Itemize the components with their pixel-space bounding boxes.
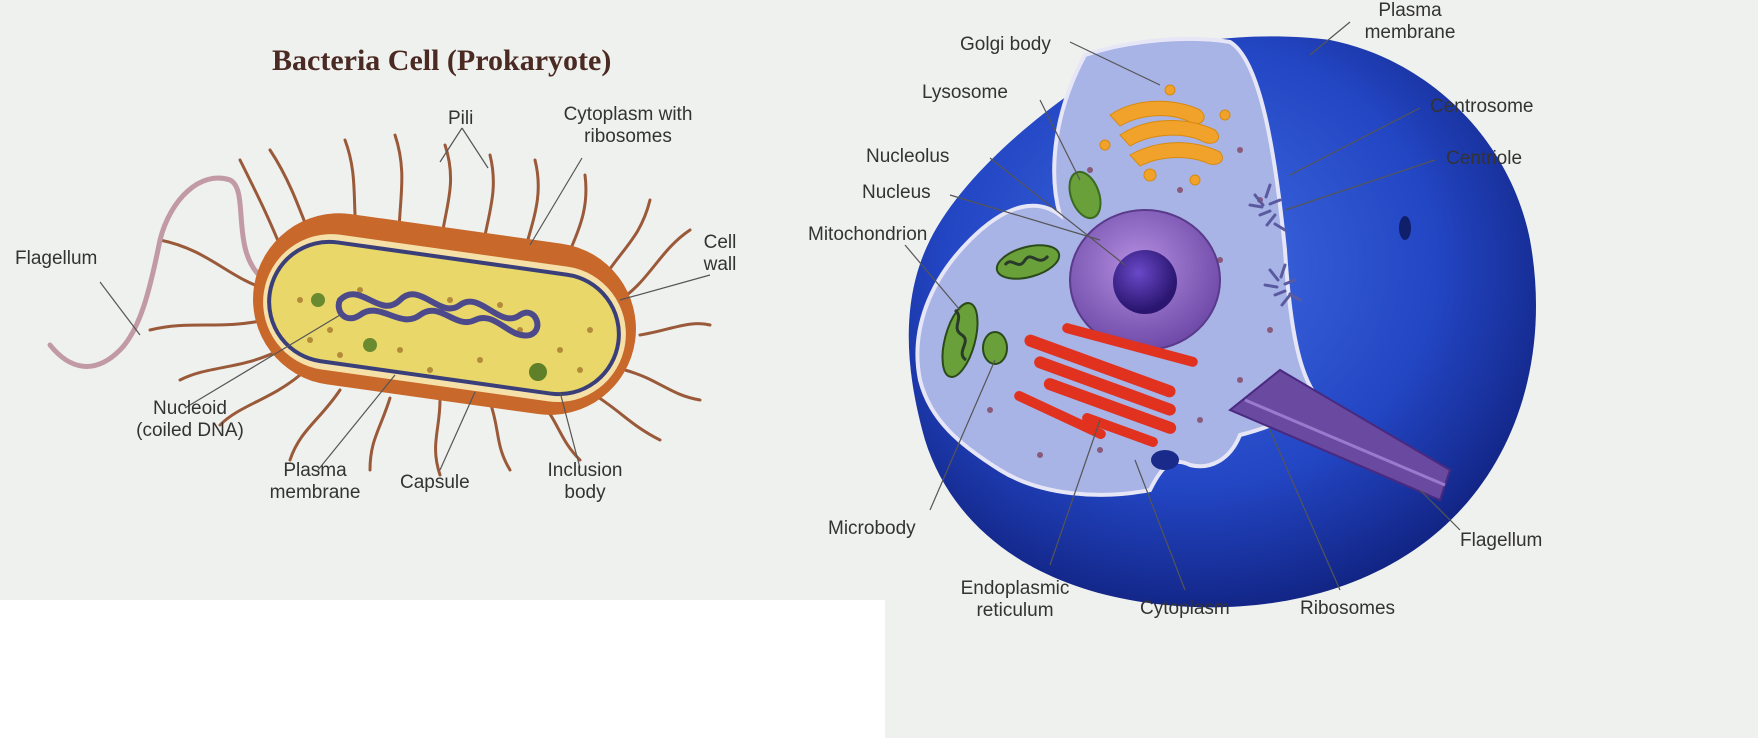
nucleolus — [1113, 250, 1177, 314]
label-plasma-line1: Plasma — [255, 460, 375, 482]
label-nucleoid: Nucleoid (coiled DNA) — [120, 398, 260, 442]
label-capsule: Capsule — [400, 472, 470, 494]
label-golgi-body: Golgi body — [960, 34, 1051, 56]
label-nucleoid-line1: Nucleoid — [120, 398, 260, 420]
label-bacteria-plasma-membrane: Plasma membrane — [255, 460, 375, 504]
label-centriole: Centriole — [1446, 148, 1522, 170]
label-inclusion-line2: body — [540, 482, 630, 504]
label-cell-wall-line1: Cell — [690, 232, 750, 254]
label-inclusion-body: Inclusion body — [540, 460, 630, 504]
label-nucleoid-line2: (coiled DNA) — [120, 420, 260, 442]
inclusion-body — [529, 363, 547, 381]
animal-cell — [909, 36, 1536, 607]
label-inclusion-line1: Inclusion — [540, 460, 630, 482]
label-cytoplasm: Cytoplasm — [1140, 598, 1230, 620]
label-lysosome: Lysosome — [922, 82, 1008, 104]
label-plasma-line2: membrane — [255, 482, 375, 504]
label-animal-flagellum: Flagellum — [1460, 530, 1542, 552]
label-nucleolus: Nucleolus — [866, 146, 949, 168]
label-animal-plasma-line2: membrane — [1350, 22, 1470, 44]
label-animal-plasma-line1: Plasma — [1350, 0, 1470, 22]
label-er-line2: reticulum — [945, 600, 1085, 622]
label-cell-wall-line2: wall — [690, 254, 750, 276]
label-cytoplasm-line1: Cytoplasm with — [548, 104, 708, 126]
label-animal-plasma-membrane: Plasma membrane — [1350, 0, 1470, 44]
label-ribosomes: Ribosomes — [1300, 598, 1395, 620]
label-cytoplasm-with-ribosomes: Cytoplasm with ribosomes — [548, 104, 708, 148]
label-bacteria-flagellum: Flagellum — [15, 248, 97, 270]
label-endoplasmic-reticulum: Endoplasmic reticulum — [945, 578, 1085, 622]
label-cytoplasm-line2: ribosomes — [548, 126, 708, 148]
label-nucleus: Nucleus — [862, 182, 931, 204]
inclusion-body — [363, 338, 377, 352]
label-mitochondrion: Mitochondrion — [808, 224, 927, 246]
membrane-pit — [1151, 450, 1179, 470]
microbody — [983, 332, 1007, 364]
membrane-pit — [1399, 216, 1411, 240]
bacteria-title: Bacteria Cell (Prokaryote) — [272, 44, 611, 78]
label-er-line1: Endoplasmic — [945, 578, 1085, 600]
label-cell-wall: Cell wall — [690, 232, 750, 276]
inclusion-body — [311, 293, 325, 307]
label-centrosome: Centrosome — [1430, 96, 1534, 118]
label-pili: Pili — [448, 108, 473, 130]
label-microbody: Microbody — [828, 518, 916, 540]
